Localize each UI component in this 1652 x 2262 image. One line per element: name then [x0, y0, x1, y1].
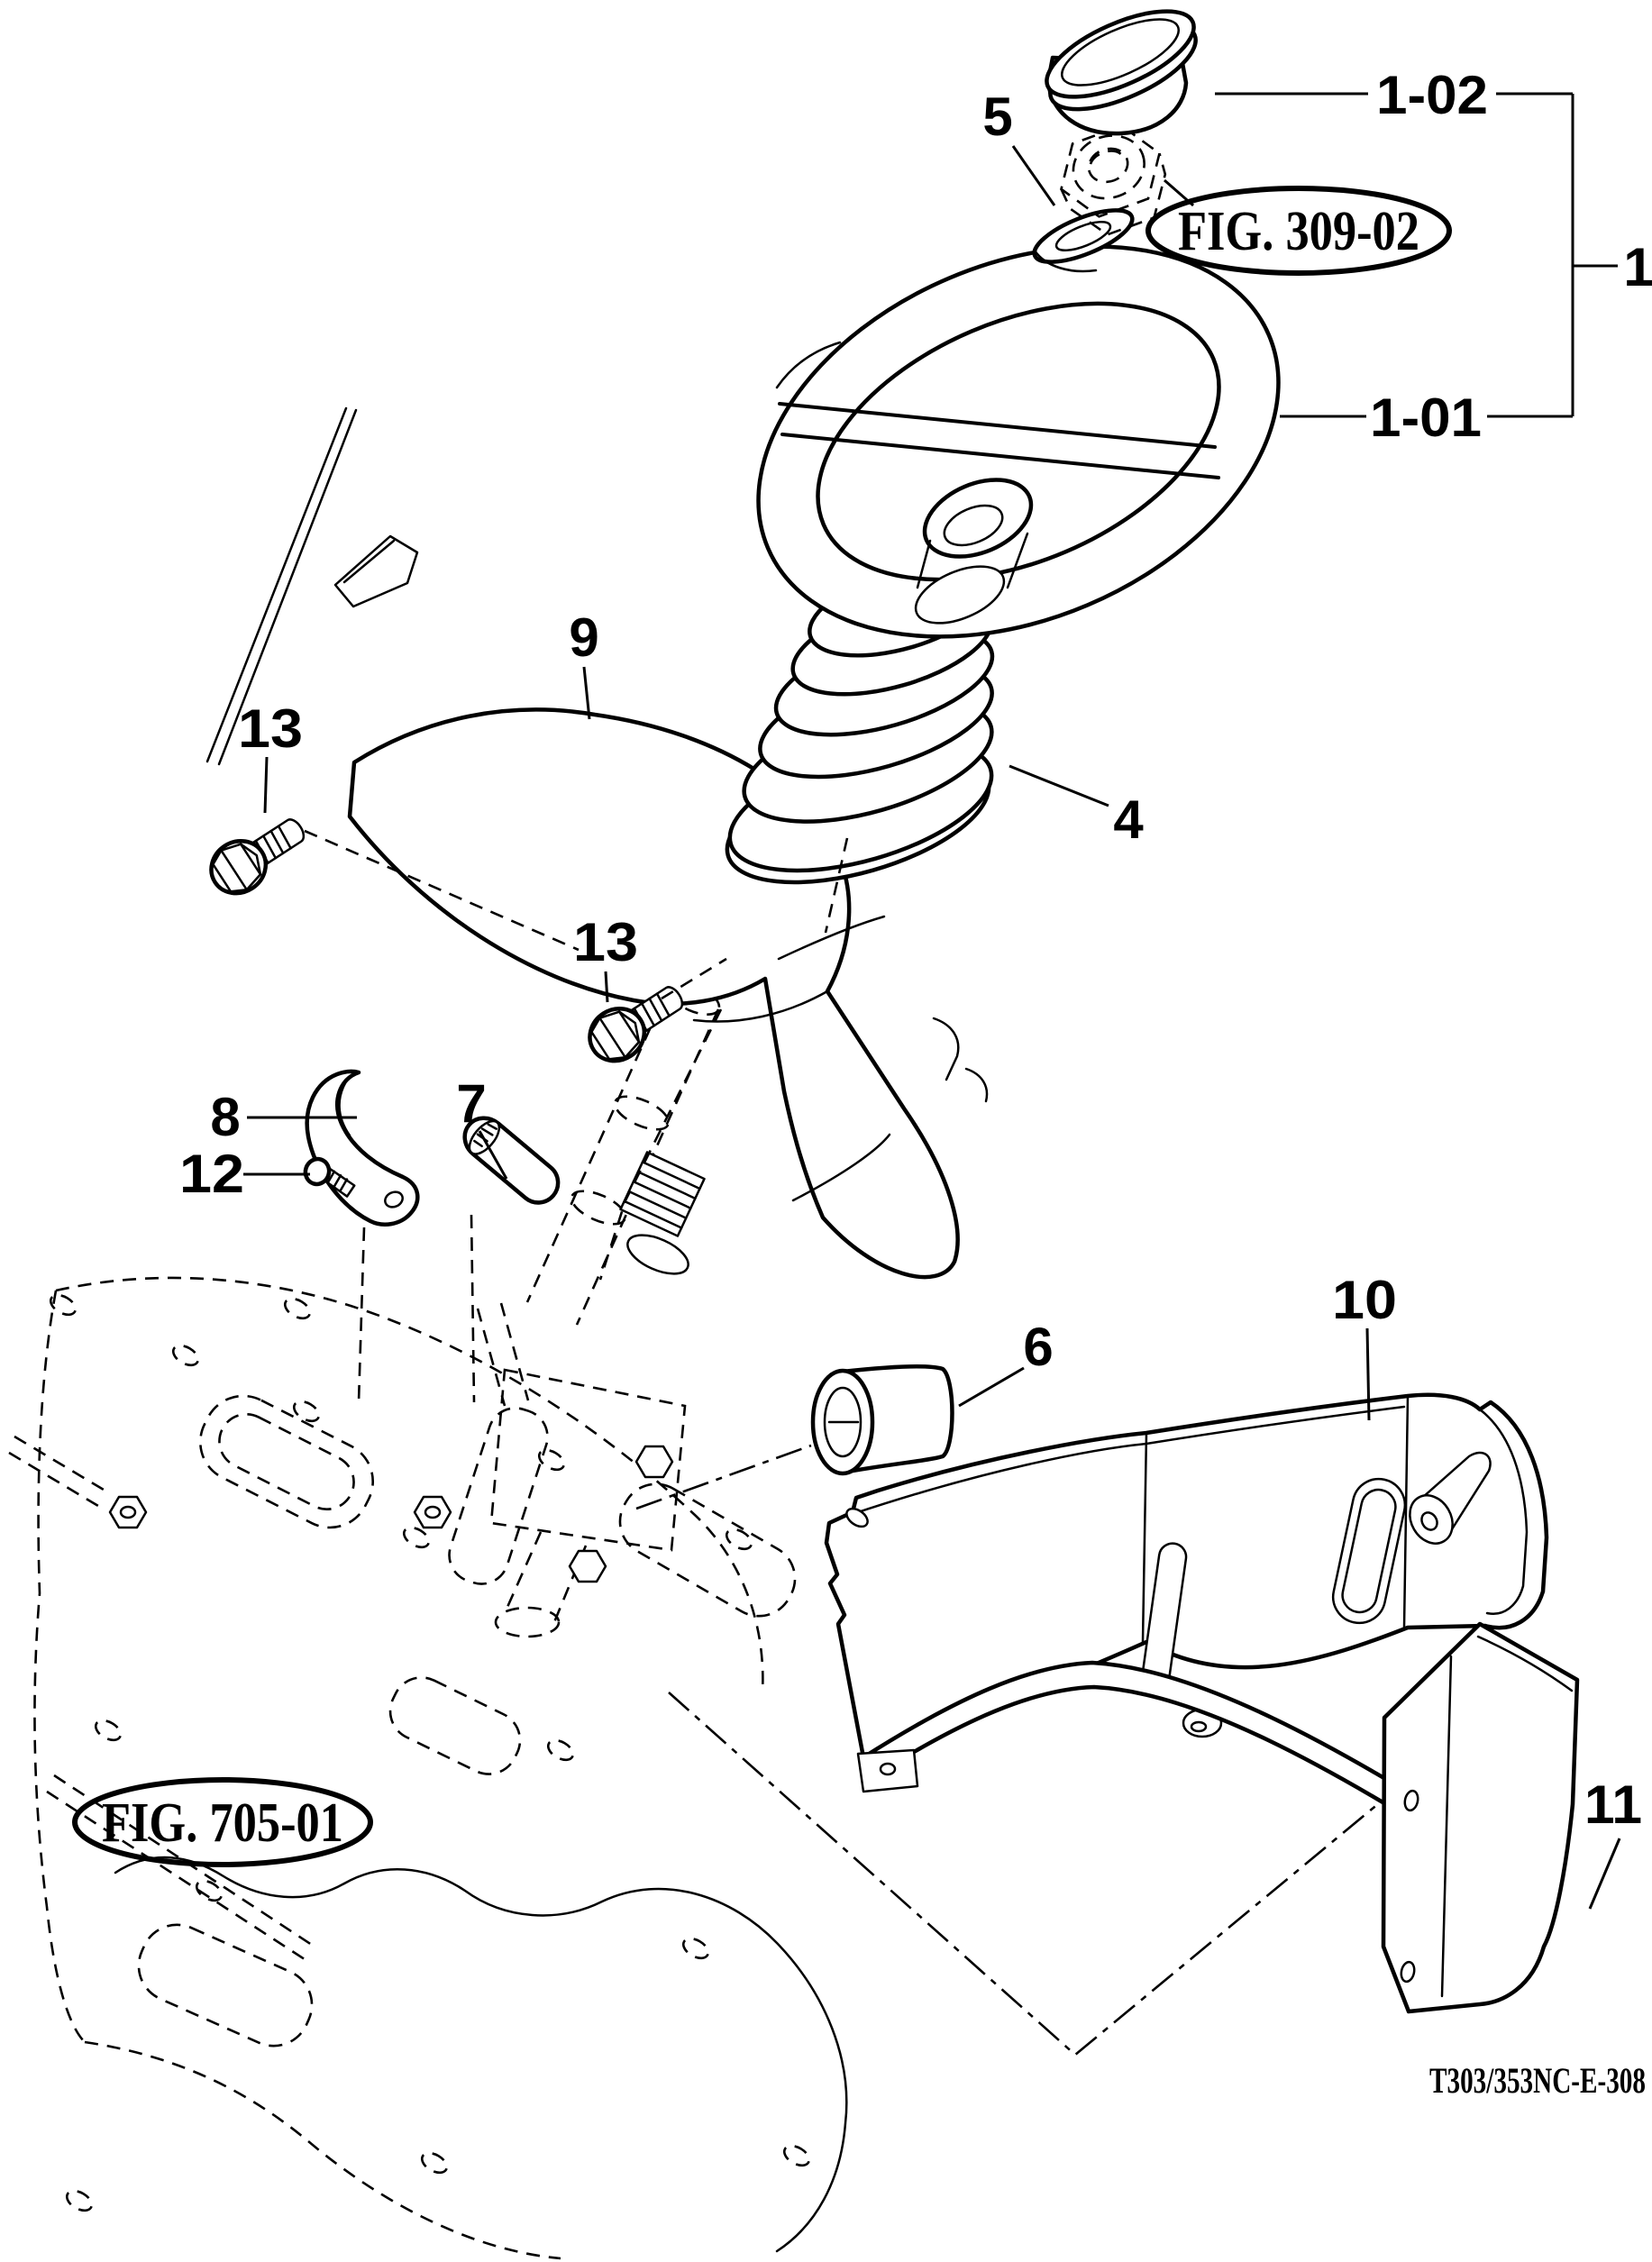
callout-5: 5: [982, 87, 1012, 147]
grip-lever: [305, 1069, 420, 1227]
callout-7: 7: [456, 1073, 486, 1134]
fig-309-02-balloon: FIG. 309-02: [1145, 186, 1452, 276]
callout-1-01: 1-01: [1370, 388, 1482, 448]
steering-wheel: [756, 244, 1281, 639]
callout-12: 12: [179, 1144, 244, 1204]
phantom-boundary-line: [668, 1692, 1385, 2057]
column-cover-lower: [824, 1392, 1549, 1868]
set-screw: [303, 1156, 356, 1198]
steering-wheel-cap: [1045, 9, 1198, 136]
callout-6: 6: [1023, 1317, 1053, 1377]
flange-bolt: [209, 818, 306, 896]
callout-10: 10: [1332, 1270, 1397, 1330]
panel-bolts: [108, 1495, 452, 1529]
flange-bolt: [588, 986, 684, 1063]
callout-1-02: 1-02: [1376, 65, 1488, 125]
callout-9: 9: [569, 607, 598, 668]
callout-11: 11: [1584, 1774, 1642, 1835]
fig-705-01-balloon: FIG. 705-01: [72, 1777, 373, 1867]
callout-8: 8: [210, 1087, 240, 1147]
bushing: [810, 1364, 954, 1476]
fig-309-02-label: FIG. 309-02: [1178, 201, 1419, 262]
panel-holes: [49, 1293, 811, 2212]
lock-nut: [1060, 124, 1167, 236]
lower-panel-flap: [1381, 1621, 1580, 2014]
steering-column-phantom: [357, 981, 812, 1638]
console-peg: [1409, 1451, 1492, 1545]
fig-705-01-label: FIG. 705-01: [102, 1792, 343, 1854]
washer: [1032, 208, 1135, 273]
callout-1: 1: [1623, 237, 1652, 297]
callout-13a: 13: [238, 698, 303, 759]
instrument-panel-phantom: [8, 1276, 848, 2260]
callout-4: 4: [1113, 789, 1144, 850]
callout-13b: 13: [573, 912, 638, 972]
callout-leaders: [243, 92, 1621, 1910]
drawing-code: T303/353NC-E-308: [1429, 2060, 1646, 2101]
column-shaft-splines: [619, 1151, 706, 1237]
wheel-hub: [914, 478, 1034, 625]
